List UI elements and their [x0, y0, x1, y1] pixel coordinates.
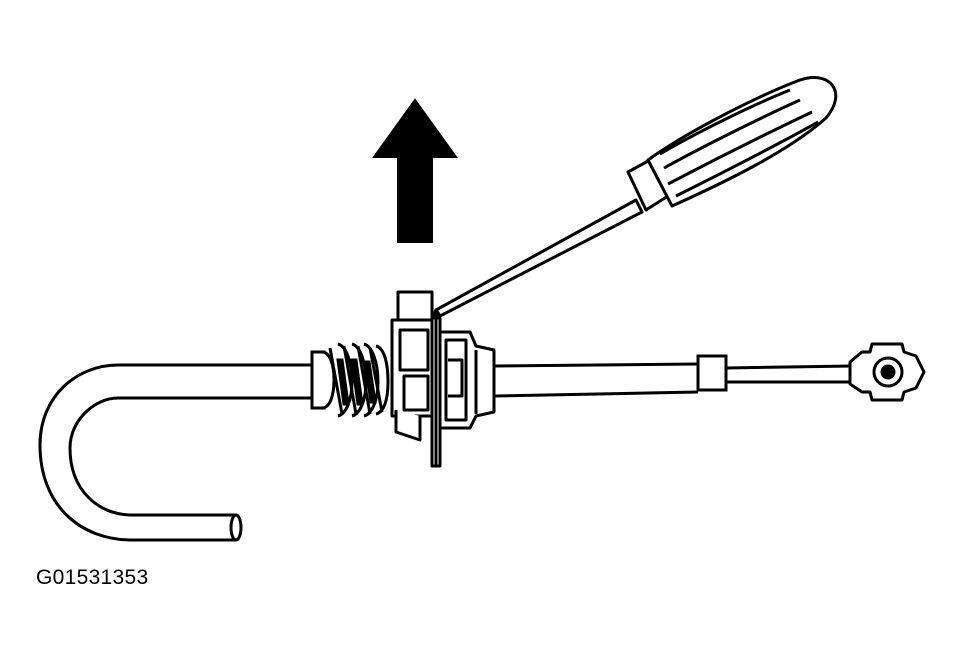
up-arrow-icon: [372, 98, 458, 243]
cable-housing: [38, 363, 316, 542]
inner-cable: [493, 354, 853, 398]
figure-code: G01531353: [36, 566, 149, 589]
retainer-clip: [390, 290, 496, 468]
cable-end-fitting: [848, 342, 926, 402]
screwdriver-icon: [430, 76, 838, 320]
spring-coil: [310, 342, 390, 418]
